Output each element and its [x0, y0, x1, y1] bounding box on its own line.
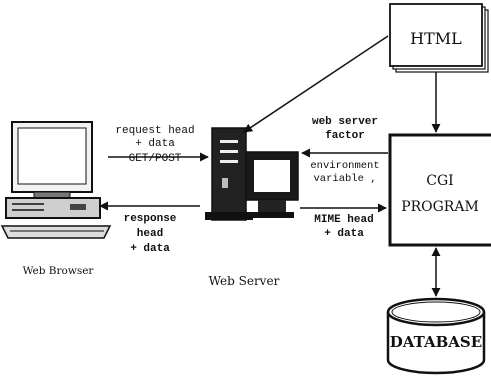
response-label-line3: + data	[130, 243, 170, 255]
cgi-program-box: CGI PROGRAM	[388, 133, 491, 247]
environment-label-line2: variable ,	[313, 173, 376, 185]
html-label: HTML	[410, 29, 462, 48]
cgi-label: CGI	[426, 173, 453, 189]
web-browser-label: Web Browser	[23, 265, 95, 277]
arrow-html-to-server	[243, 35, 389, 133]
database-cylinder: DATABASE	[386, 297, 486, 375]
program-label: PROGRAM	[401, 199, 479, 215]
mime-label-line1: MIME head	[314, 214, 373, 226]
environment-label-line1: environment	[310, 160, 379, 172]
response-label-line2: head	[137, 228, 163, 240]
request-label-line2: + data	[135, 138, 175, 150]
request-label-line1: request head	[115, 125, 194, 137]
html-document-stack: HTML	[389, 3, 489, 73]
web-server-icon	[205, 127, 299, 221]
response-label-line1: response	[124, 213, 177, 225]
factor-label-line2: factor	[325, 130, 365, 142]
mime-label-line2: + data	[324, 228, 364, 240]
factor-label-line1: web server	[312, 116, 378, 128]
web-server-label: Web Server	[209, 274, 280, 288]
request-label-line3: GET/POST	[129, 153, 182, 165]
web-browser-computer-icon	[0, 121, 112, 239]
database-label: DATABASE	[390, 333, 482, 351]
